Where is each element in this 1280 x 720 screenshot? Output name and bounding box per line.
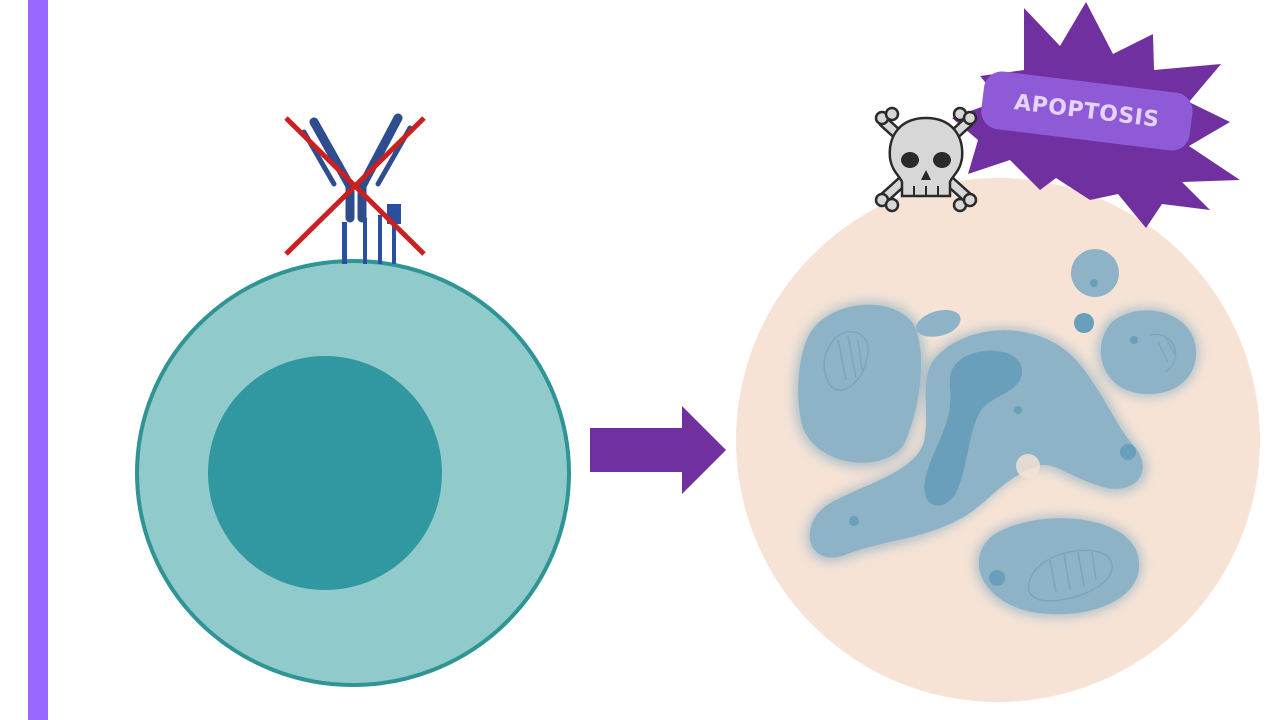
- bleb-fragment: [809, 330, 1143, 558]
- bleb-fragment: [1074, 313, 1094, 333]
- nucleus-fragment: [924, 350, 1023, 506]
- mitochondrion-icon: [823, 331, 869, 391]
- healthy-cell: [135, 259, 571, 687]
- receptor-stem: [363, 218, 367, 264]
- apoptosis-badge: APOPTOSIS: [981, 71, 1193, 151]
- bleb-fragment: [978, 518, 1140, 615]
- receptor-stem: [342, 222, 347, 264]
- red-x-cross-icon: [284, 116, 426, 256]
- antibody-y-icon: [301, 113, 413, 223]
- skull-crossbones-icon: [874, 106, 978, 213]
- bleb-fragment: [915, 310, 961, 337]
- accent-side-bar: [28, 0, 48, 720]
- receptor-stem: [378, 215, 382, 264]
- mitochondrion-icon: [1149, 333, 1177, 373]
- cell-nucleus: [208, 356, 442, 590]
- receptor-stem: [392, 210, 396, 264]
- mitochondrion-icon: [1027, 549, 1113, 602]
- apoptotic-cell: [736, 178, 1260, 702]
- bleb-fragment: [798, 304, 922, 463]
- right-arrow-icon: [590, 406, 726, 494]
- bleb-fragment: [1071, 249, 1119, 297]
- bleb-fragment: [1100, 310, 1197, 395]
